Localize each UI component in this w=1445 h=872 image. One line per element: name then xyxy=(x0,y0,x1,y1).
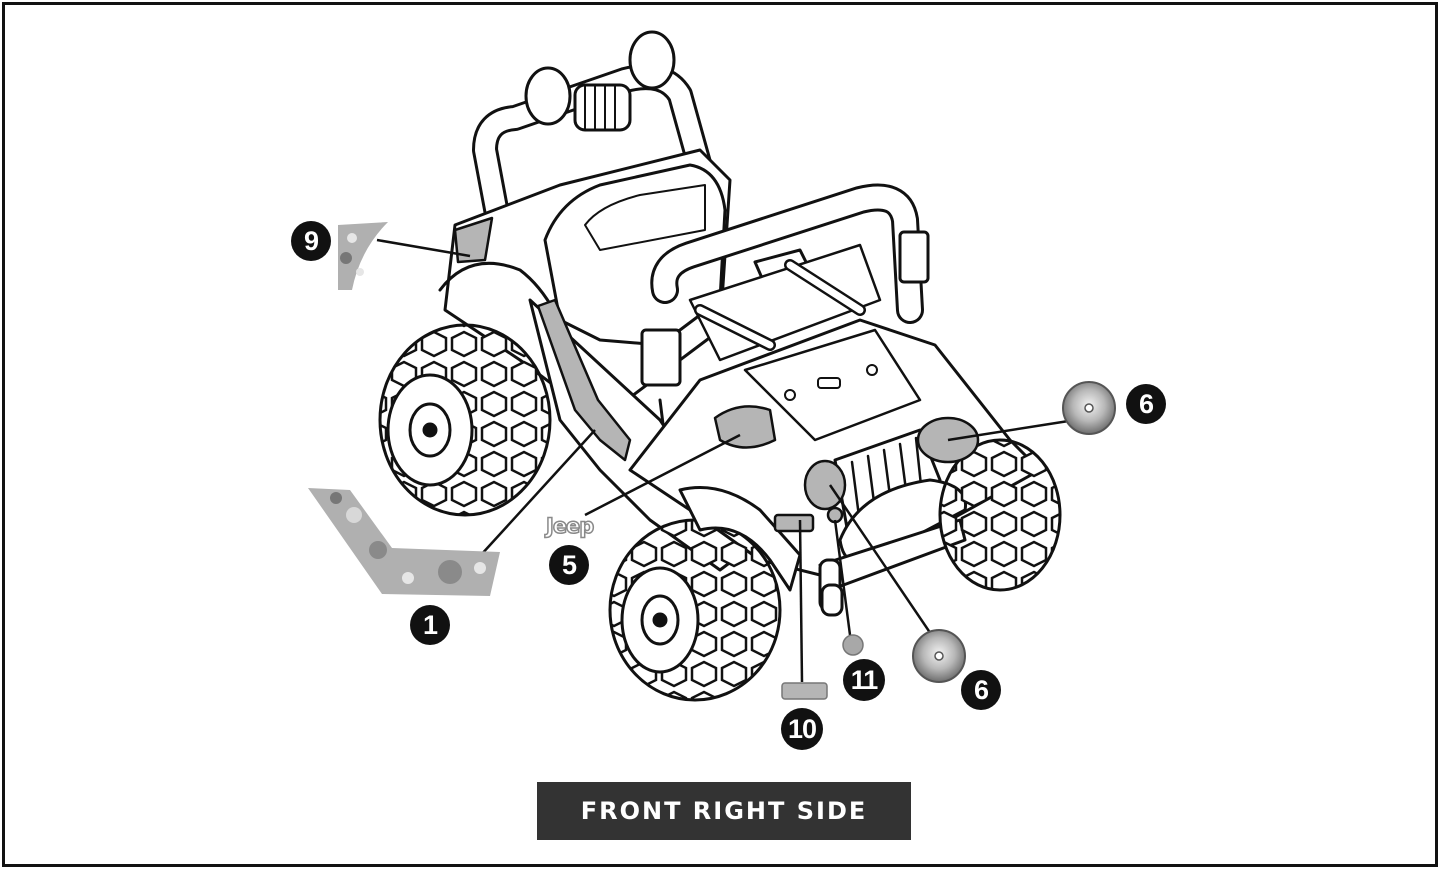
windshield-frame xyxy=(650,183,930,362)
marker-light-part-11 xyxy=(842,634,864,656)
callout-10: 10 xyxy=(781,708,823,750)
leader-10 xyxy=(798,519,804,683)
leader-6-left xyxy=(828,484,937,641)
reflector-spot-10 xyxy=(773,513,815,533)
callout-6-right: 6 xyxy=(1126,384,1166,424)
jeep-logo-decal: Jeep xyxy=(545,513,595,539)
seat-belt-buckle xyxy=(640,328,682,387)
callout-5: 5 xyxy=(549,545,589,585)
decal-part-1 xyxy=(308,488,500,596)
rear-left-wheel xyxy=(378,323,552,517)
light-spot-11 xyxy=(826,506,844,524)
callout-1: 1 xyxy=(410,605,450,645)
top-light-left xyxy=(524,66,572,126)
front-fender xyxy=(678,486,802,592)
callout-11: 11 xyxy=(843,659,885,701)
roll-bar-padding xyxy=(573,83,632,132)
decal-spot-5 xyxy=(713,405,777,449)
roll-bar xyxy=(472,30,718,243)
decal-spot-1 xyxy=(536,298,632,462)
leader-1 xyxy=(479,429,596,557)
leader-11 xyxy=(833,519,852,636)
reflector-part-10 xyxy=(781,682,828,700)
callout-6-left: 6 xyxy=(961,670,1001,710)
view-caption: FRONT RIGHT SIDE xyxy=(537,782,911,840)
callout-9: 9 xyxy=(291,221,331,261)
leader-5 xyxy=(584,433,741,517)
side-mirror xyxy=(898,230,930,284)
seat xyxy=(543,163,727,347)
decal-part-9 xyxy=(338,222,388,290)
headlight-lens-left xyxy=(912,629,966,683)
headlight-spot-left xyxy=(803,459,847,511)
leader-6-right xyxy=(947,418,1076,442)
front-left-wheel xyxy=(608,518,782,702)
headlight-lens-right xyxy=(1062,381,1116,435)
leader-9 xyxy=(376,238,471,258)
front-right-wheel xyxy=(938,438,1062,592)
decal-spot-9 xyxy=(453,216,494,264)
top-light-right xyxy=(628,30,676,90)
